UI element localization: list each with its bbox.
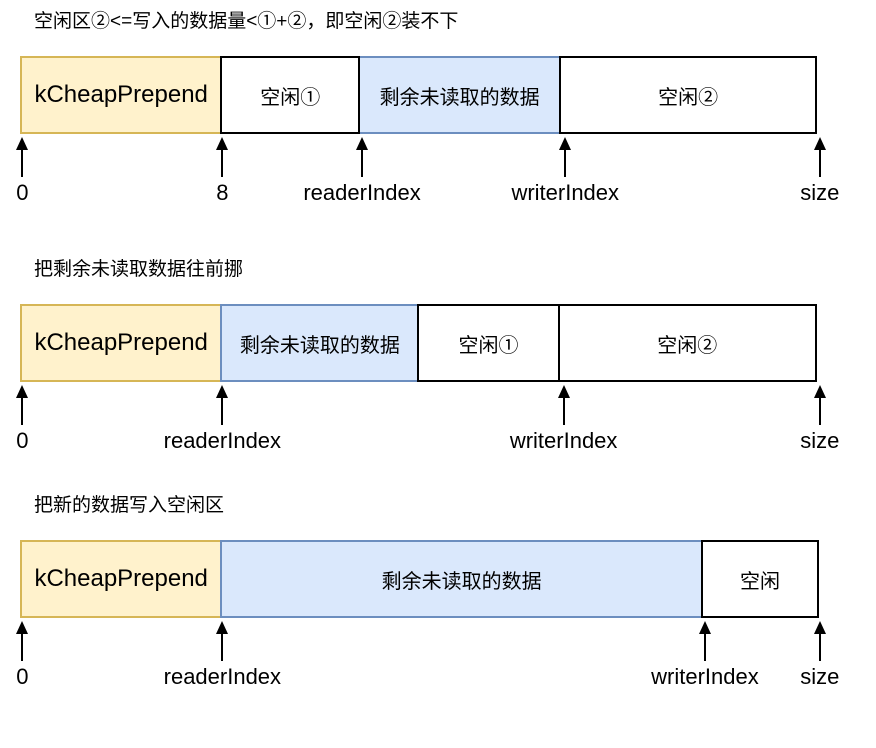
buffer-segment-free: 空闲①	[220, 56, 361, 134]
arrow-shaft	[818, 634, 821, 661]
marker-label: 8	[216, 180, 229, 205]
buffer-segment-data: 剩余未读取的数据	[358, 56, 562, 134]
buffer-segment-prepend: kCheapPrepend	[20, 540, 223, 618]
arrow-shaft	[562, 398, 565, 425]
marker-label: 0	[16, 428, 29, 453]
marker-label: size	[800, 428, 840, 453]
segment-label: 剩余未读取的数据	[381, 570, 542, 593]
arrow-shaft	[703, 634, 706, 661]
arrow-head	[16, 385, 29, 398]
marker-label: size	[800, 180, 840, 205]
buffer-row: kCheapPrepend 空闲① 剩余未读取的数据 空闲②	[20, 56, 823, 134]
arrow-up-icon	[16, 621, 29, 661]
arrow-up-icon	[16, 385, 29, 425]
arrow-shaft	[361, 150, 364, 177]
arrow-shaft	[818, 398, 821, 425]
buffer-segment-data: 剩余未读取的数据	[220, 540, 703, 618]
buffer-segment-prepend: kCheapPrepend	[20, 304, 223, 382]
arrow-head	[698, 621, 711, 634]
arrow-up-icon	[557, 385, 570, 425]
arrow-head	[559, 137, 572, 150]
marker-label: readerIndex	[163, 664, 282, 689]
diagram-title: 把新的数据写入空闲区	[34, 495, 225, 516]
arrow-shaft	[221, 398, 224, 425]
segment-label: kCheapPrepend	[34, 565, 208, 592]
buffer-diagrams-canvas: 空闲区②<=写入的数据量<①+②，即空闲②装不下 kCheapPrepend 空闲…	[16, 10, 839, 690]
marker-label: 0	[16, 180, 29, 205]
buffer-segment-free: 空闲②	[559, 56, 817, 134]
arrow-head	[557, 385, 570, 398]
arrow-shaft	[21, 398, 24, 425]
arrow-up-icon	[813, 137, 826, 177]
arrow-head	[216, 621, 229, 634]
buffer-segment-free: 空闲①	[417, 304, 560, 382]
segment-label: 空闲②	[658, 86, 719, 109]
buffer-row: kCheapPrepend 剩余未读取的数据 空闲① 空闲②	[20, 304, 823, 382]
marker-label: writerIndex	[509, 428, 618, 453]
buffer-segment-prepend: kCheapPrepend	[20, 56, 223, 134]
segment-label: 剩余未读取的数据	[379, 86, 540, 109]
segment-label: 空闲	[739, 570, 780, 593]
marker-arrow-row	[16, 382, 826, 428]
buffer-segment-data: 剩余未读取的数据	[220, 304, 420, 382]
segment-label: 空闲①	[458, 334, 519, 357]
segment-label: 剩余未读取的数据	[239, 334, 400, 357]
arrow-head	[813, 621, 826, 634]
arrow-head	[16, 137, 29, 150]
marker-label: writerIndex	[511, 180, 620, 205]
segment-label: kCheapPrepend	[34, 81, 208, 108]
arrow-head	[216, 137, 229, 150]
marker-label: 0	[16, 664, 29, 689]
buffer-row: kCheapPrepend 剩余未读取的数据 空闲	[20, 540, 823, 618]
arrow-head	[16, 621, 29, 634]
marker-label: readerIndex	[163, 428, 282, 453]
arrow-shaft	[818, 150, 821, 177]
marker-label-row: 0 readerIndex writerIndex size	[16, 428, 839, 454]
marker-label: writerIndex	[651, 664, 759, 689]
arrow-up-icon	[216, 385, 229, 425]
arrow-up-icon	[698, 621, 711, 661]
arrow-shaft	[221, 150, 224, 177]
arrow-shaft	[21, 150, 24, 177]
buffer-segment-free: 空闲	[700, 540, 819, 618]
marker-arrow-row	[16, 618, 826, 664]
arrow-up-icon	[813, 621, 826, 661]
diagram-title: 把剩余未读取数据往前挪	[34, 259, 244, 280]
arrow-up-icon	[356, 137, 369, 177]
buffer-segment-free: 空闲②	[557, 304, 817, 382]
segment-label: 空闲①	[260, 86, 321, 109]
marker-label-row: 0 8 readerIndex writerIndex size	[16, 180, 839, 206]
arrow-shaft	[21, 634, 24, 661]
arrow-up-icon	[559, 137, 572, 177]
arrow-head	[356, 137, 369, 150]
arrow-head	[813, 385, 826, 398]
arrow-up-icon	[813, 385, 826, 425]
arrow-up-icon	[216, 621, 229, 661]
arrow-shaft	[564, 150, 567, 177]
arrow-up-icon	[216, 137, 229, 177]
marker-label-row: 0 readerIndex writerIndex size	[16, 664, 839, 690]
marker-label: readerIndex	[303, 180, 421, 205]
arrow-up-icon	[16, 137, 29, 177]
marker-label: size	[800, 664, 840, 689]
segment-label: kCheapPrepend	[34, 329, 208, 356]
arrow-shaft	[221, 634, 224, 661]
diagram-section: 空闲区②<=写入的数据量<①+②，即空闲②装不下 kCheapPrepend 空闲…	[16, 10, 839, 206]
diagram-section: 把新的数据写入空闲区 kCheapPrepend 剩余未读取的数据 空闲 0 read…	[16, 494, 839, 690]
diagram-title: 空闲区②<=写入的数据量<①+②，即空闲②装不下	[34, 11, 459, 32]
segment-label: 空闲②	[657, 334, 718, 357]
arrow-head	[216, 385, 229, 398]
arrow-head	[813, 137, 826, 150]
marker-arrow-row	[16, 134, 826, 180]
